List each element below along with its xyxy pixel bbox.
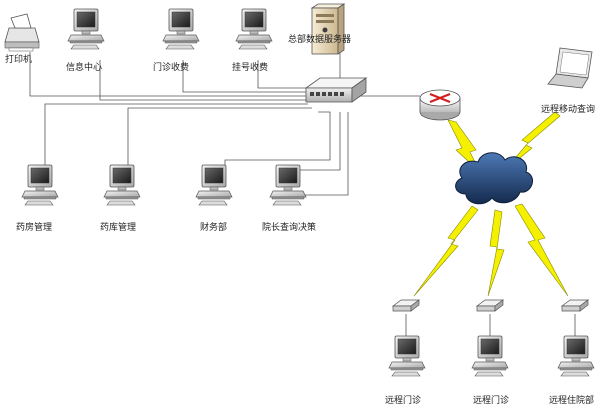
remote-outpatient-1-label: 远程门诊 bbox=[385, 396, 422, 406]
server-icon bbox=[310, 3, 346, 55]
remote-outpatient-2-computer-icon bbox=[471, 335, 509, 377]
dean-query-computer-icon bbox=[269, 164, 307, 206]
remote-mobile-query-label: 远程移动查询 bbox=[541, 105, 596, 115]
drug-storage-computer-icon bbox=[103, 164, 141, 206]
pharmacy-mgmt-computer-icon bbox=[21, 164, 59, 206]
registration-fee-label: 挂号收费 bbox=[232, 63, 269, 73]
laptop-icon bbox=[547, 47, 593, 89]
wireless-links bbox=[413, 111, 569, 297]
info-center-label: 信息中心 bbox=[66, 63, 103, 73]
pharmacy-mgmt-label: 药房管理 bbox=[16, 223, 53, 233]
wired-network-lines bbox=[29, 50, 420, 196]
main-db-server-label: 总部数据服务器 bbox=[288, 35, 352, 45]
printer-label: 打印机 bbox=[5, 55, 33, 65]
finance-computer-icon bbox=[195, 164, 233, 206]
remote-wires bbox=[405, 314, 576, 336]
printer-icon bbox=[4, 13, 40, 52]
outpatient-fee-label: 门诊收费 bbox=[153, 63, 190, 73]
registration-fee-computer-icon bbox=[235, 8, 273, 50]
remote-hub-1-icon bbox=[392, 299, 420, 312]
switch-icon bbox=[304, 77, 368, 103]
remote-inpatient-label: 远程住院部 bbox=[549, 396, 595, 406]
remote-hub-3-icon bbox=[561, 299, 589, 312]
drug-storage-mgmt-label: 药库管理 bbox=[100, 223, 137, 233]
info-center-computer-icon bbox=[67, 8, 105, 50]
remote-outpatient-2-label: 远程门诊 bbox=[473, 396, 510, 406]
remote-hub-2-icon bbox=[476, 299, 504, 312]
remote-outpatient-1-computer-icon bbox=[388, 335, 426, 377]
router-icon bbox=[419, 89, 461, 121]
finance-dept-label: 财务部 bbox=[200, 223, 228, 233]
remote-inpatient-computer-icon bbox=[557, 335, 595, 377]
outpatient-fee-computer-icon bbox=[162, 8, 200, 50]
internet-cloud-icon bbox=[455, 152, 534, 205]
dean-query-label: 院长查询决策 bbox=[262, 223, 317, 233]
